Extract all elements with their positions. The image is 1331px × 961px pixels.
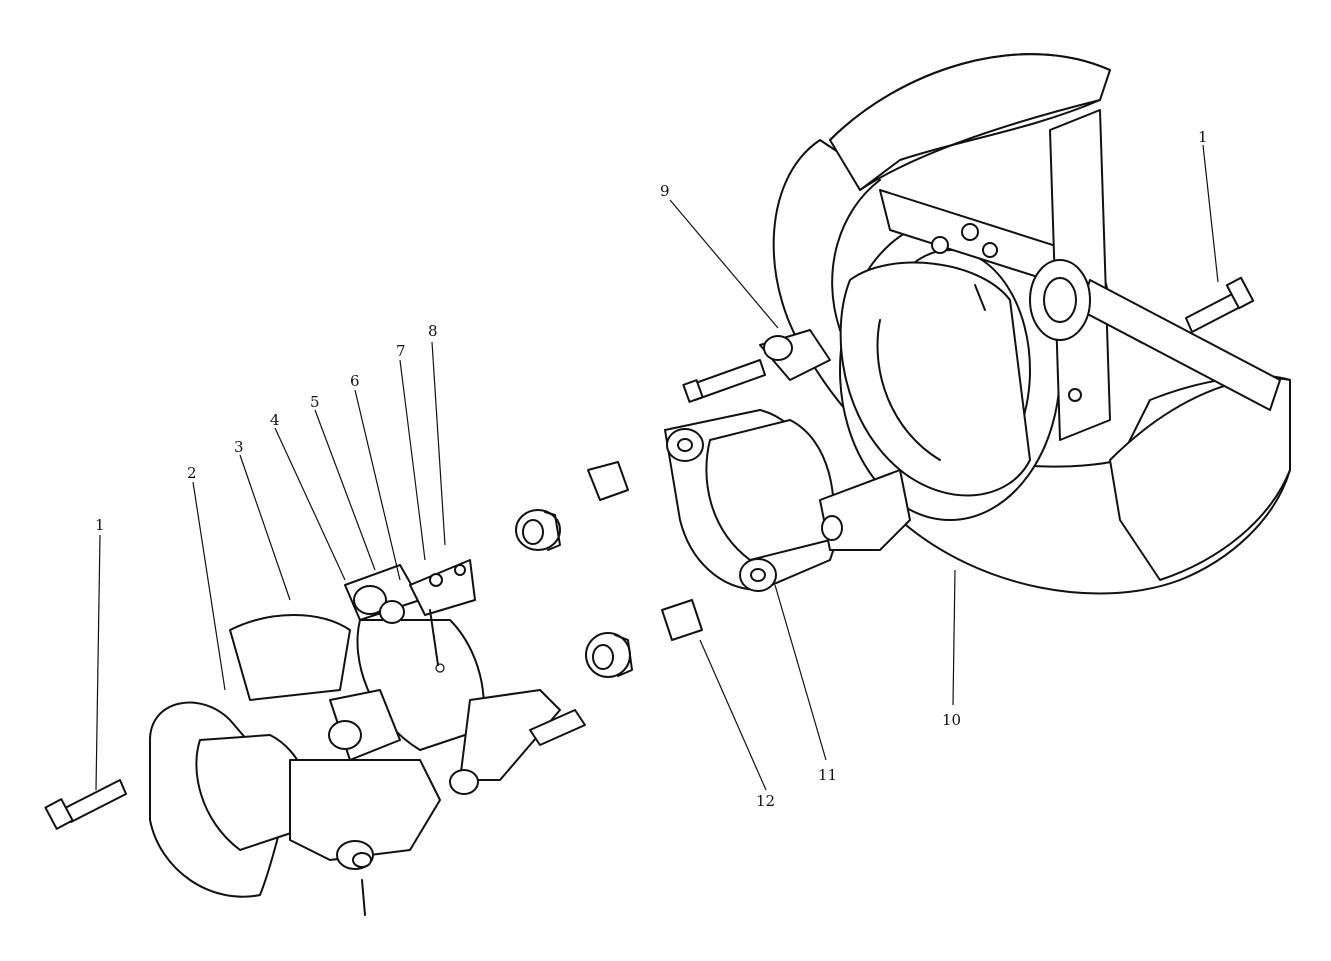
leader-4 <box>274 427 346 581</box>
left-lower-bracket <box>449 689 586 795</box>
bushing-upper <box>515 509 561 551</box>
callout-10: 10 <box>942 711 961 729</box>
left-bearing-shell-part-3 <box>328 619 485 761</box>
leader-3 <box>239 454 291 601</box>
key-lower-part-12 <box>661 599 703 641</box>
bushing-lower <box>585 632 633 678</box>
leader-11 <box>774 584 827 761</box>
callout-5: 5 <box>310 393 320 411</box>
leader-2 <box>192 481 226 691</box>
callout-12: 12 <box>756 792 775 810</box>
callout-3: 3 <box>234 438 244 456</box>
callout-7: 7 <box>396 342 406 360</box>
leader-lines <box>95 144 1219 791</box>
leader-6 <box>354 389 401 581</box>
leader-1-left <box>95 534 101 791</box>
leader-12 <box>699 639 767 791</box>
callout-8: 8 <box>428 322 438 340</box>
leader-1-right <box>1202 144 1219 283</box>
callout-6: 6 <box>350 372 360 390</box>
leader-10 <box>952 569 956 706</box>
callout-labels: 1 2 3 4 5 6 7 8 9 1 10 11 12 <box>95 128 1208 810</box>
leader-9 <box>669 199 779 329</box>
bolt-right <box>1185 276 1255 333</box>
leader-7 <box>399 359 426 561</box>
bolt-left-part-1 <box>44 779 127 830</box>
callout-4: 4 <box>270 411 280 429</box>
large-frame-part-10 <box>772 53 1291 595</box>
callout-1-right: 1 <box>1198 128 1208 146</box>
leader-8 <box>431 341 446 546</box>
left-half-housing-part-2 <box>149 614 441 916</box>
left-cap-parts-4-8 <box>344 559 476 673</box>
callout-2: 2 <box>187 464 197 482</box>
callout-1-left: 1 <box>95 516 105 534</box>
leader-5 <box>314 409 376 571</box>
callout-11: 11 <box>818 766 837 784</box>
bearing-housing-part-11 <box>664 329 911 592</box>
callout-9: 9 <box>660 182 670 200</box>
key-upper <box>587 461 629 501</box>
